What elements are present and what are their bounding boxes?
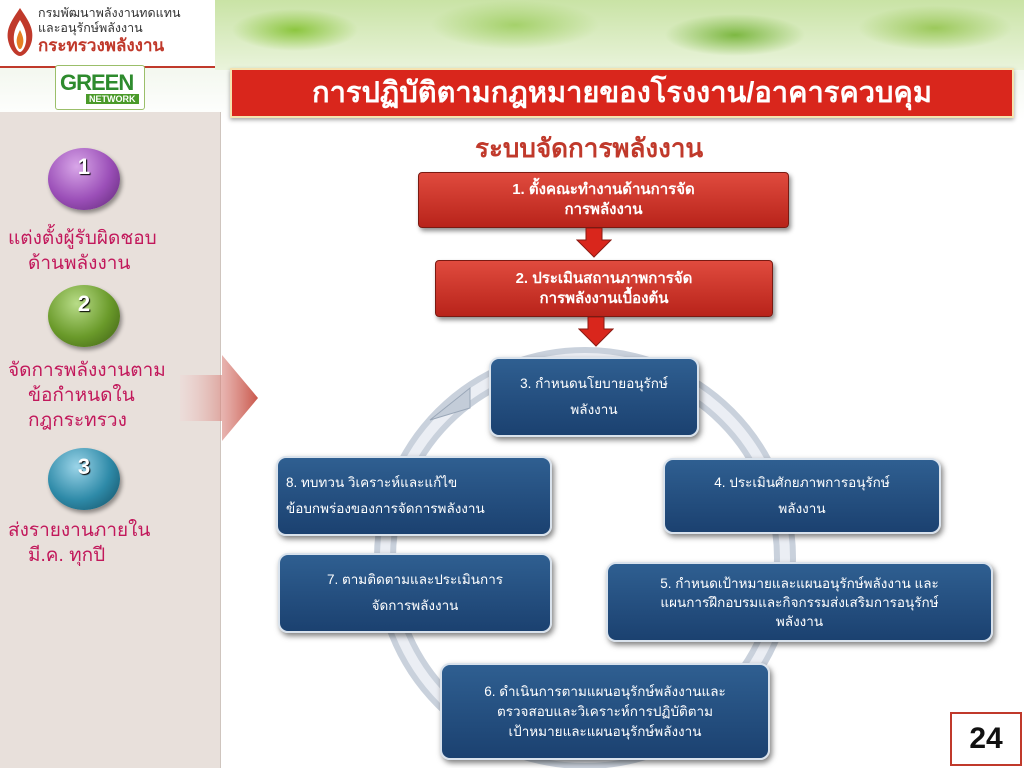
cycle-box-5-line2: แผนการฝึกอบรมและกิจกรรมส่งเสริมการอนุรัก… <box>660 594 939 610</box>
step-3-line2: มี.ค. ทุกปี <box>28 545 106 566</box>
green-logo-text: GREEN <box>60 70 134 95</box>
step-2-line1: จัดการพลังงานตาม <box>8 360 166 381</box>
ministry-name-line3: กระทรวงพลังงาน <box>38 36 165 55</box>
network-logo-text: NETWORK <box>86 94 139 104</box>
step-1-number: 1 <box>77 154 91 179</box>
cycle-box-4-line1: 4. ประเมินศักยภาพการอนุรักษ์ <box>714 475 890 490</box>
cycle-box-8-line1: 8. ทบทวน วิเคราะห์และแก้ไข <box>286 475 458 490</box>
sidebar <box>0 112 221 768</box>
step-1-text: แต่งตั้งผู้รับผิดชอบ ด้านพลังงาน <box>8 226 157 276</box>
step-1-circle: 1 <box>48 148 120 210</box>
step-box-1-line2: การพลังงาน <box>564 201 643 218</box>
step-2-text: จัดการพลังงานตาม ข้อกำหนดใน กฎกระทรวง <box>8 358 166 433</box>
page-number-box: 24 <box>950 712 1022 766</box>
cycle-box-6-line3: เป้าหมายและแผนอนุรักษ์พลังงาน <box>508 723 702 739</box>
step-2-line2: ข้อกำหนดใน <box>28 385 135 406</box>
ministry-logo-block: กรมพัฒนาพลังงานทดแทน และอนุรักษ์พลังงาน … <box>0 0 215 68</box>
page-title: การปฏิบัติตามกฎหมายของโรงงาน/อาคารควบคุม <box>312 77 932 109</box>
step-box-2-line1: 2. ประเมินสถานภาพการจัด <box>515 269 693 287</box>
cycle-box-8-line2: ข้อบกพร่องของการจัดการพลังงาน <box>286 501 485 516</box>
green-network-logo: GREEN NETWORK <box>55 65 145 110</box>
ministry-name-line1: กรมพัฒนาพลังงานทดแทน <box>38 6 181 20</box>
cycle-box-5-line3: พลังงาน <box>775 613 824 629</box>
cycle-box-3-line2: พลังงาน <box>570 402 618 417</box>
step-box-2: 2. ประเมินสถานภาพการจัด การพลังงานเบื้อง… <box>435 260 773 317</box>
cycle-box-7: 7. ตามติดตามและประเมินการ จัดการพลังงาน <box>278 553 552 633</box>
cycle-box-4: 4. ประเมินศักยภาพการอนุรักษ์ พลังงาน <box>663 458 941 534</box>
title-bar: การปฏิบัติตามกฎหมายของโรงงาน/อาคารควบคุม <box>230 68 1014 118</box>
step-box-1: 1. ตั้งคณะทำงานด้านการจัด การพลังงาน <box>418 172 789 228</box>
step-3-line1: ส่งรายงานภายใน <box>8 520 151 541</box>
step-2-line3: กฎกระทรวง <box>28 410 127 431</box>
cycle-box-8: 8. ทบทวน วิเคราะห์และแก้ไข ข้อบกพร่องของ… <box>276 456 552 536</box>
leaf-decoration <box>215 0 1024 70</box>
diagram-subtitle: ระบบจัดการพลังงาน <box>475 133 704 163</box>
cycle-box-5-line1: 5. กำหนดเป้าหมายและแผนอนุรักษ์พลังงาน แล… <box>660 575 939 591</box>
step-box-1-line1: 1. ตั้งคณะทำงานด้านการจัด <box>512 181 695 198</box>
step-1-line1: แต่งตั้งผู้รับผิดชอบ <box>8 228 157 249</box>
ministry-name-line2: และอนุรักษ์พลังงาน <box>38 21 143 35</box>
step-2-circle: 2 <box>48 285 120 347</box>
cycle-box-6-line2: ตรวจสอบและวิเคราะห์การปฏิบัติตาม <box>496 703 714 719</box>
down-arrow-icon <box>576 228 612 258</box>
page-number: 24 <box>969 722 1003 755</box>
step-3-text: ส่งรายงานภายใน มี.ค. ทุกปี <box>8 518 150 568</box>
flame-logo-icon <box>7 8 33 56</box>
step-2-number: 2 <box>77 291 91 316</box>
cycle-box-6-line1: 6. ดำเนินการตามแผนอนุรักษ์พลังงานและ <box>484 683 726 699</box>
cycle-box-7-line2: จัดการพลังงาน <box>371 598 459 613</box>
down-arrow-icon <box>578 317 614 347</box>
cycle-box-4-line2: พลังงาน <box>778 501 826 516</box>
pointer-arrow-icon <box>180 355 258 441</box>
cycle-box-6: 6. ดำเนินการตามแผนอนุรักษ์พลังงานและ ตรว… <box>440 663 770 760</box>
cycle-box-7-line1: 7. ตามติดตามและประเมินการ <box>326 572 504 587</box>
step-3-circle: 3 <box>48 448 120 510</box>
step-box-2-line2: การพลังงานเบื้องต้น <box>539 289 669 307</box>
step-3-number: 3 <box>77 454 91 479</box>
cycle-box-3: 3. กำหนดนโยบายอนุรักษ์ พลังงาน <box>489 357 699 437</box>
cycle-arrowhead-icon <box>429 386 471 421</box>
step-1-line2: ด้านพลังงาน <box>28 253 131 274</box>
header-banner: กรมพัฒนาพลังงานทดแทน และอนุรักษ์พลังงาน … <box>0 0 1024 120</box>
cycle-box-5: 5. กำหนดเป้าหมายและแผนอนุรักษ์พลังงาน แล… <box>606 562 993 642</box>
cycle-box-3-line1: 3. กำหนดนโยบายอนุรักษ์ <box>520 376 668 391</box>
